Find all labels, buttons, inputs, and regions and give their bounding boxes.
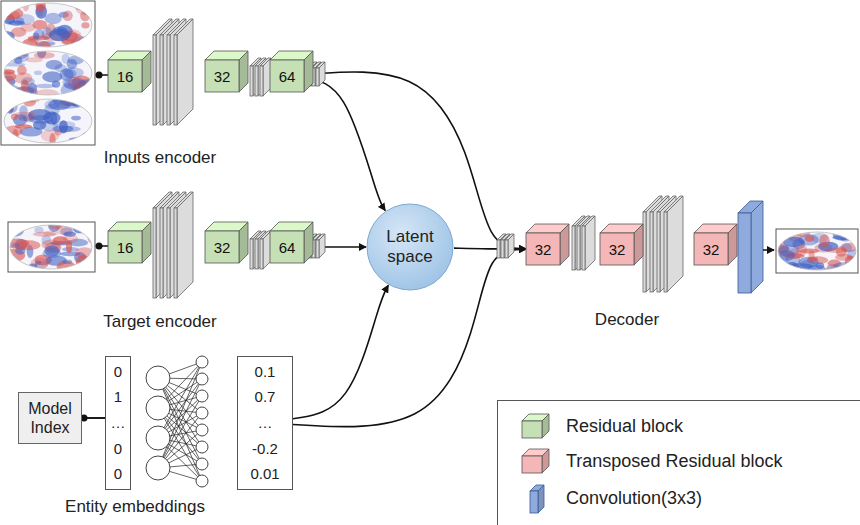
vector-entry: 0.7 <box>255 388 276 406</box>
feature-slab <box>160 19 179 125</box>
residual-block: 32 <box>205 60 239 92</box>
latent-space-circle: Latent space <box>366 203 454 291</box>
transposed-residual-block: 32 <box>526 233 560 265</box>
feature-slab <box>316 234 325 258</box>
channel-count: 16 <box>117 68 134 85</box>
map-outline <box>4 51 92 95</box>
channel-count: 64 <box>279 239 296 256</box>
vector-entry: 0 <box>114 363 122 381</box>
embedding-vector: 0.1 0.7 … -0.2 0.01 <box>237 356 293 490</box>
connector <box>304 78 385 210</box>
field-map <box>0 47 101 99</box>
feature-slab <box>260 58 271 96</box>
channel-count: 16 <box>117 239 134 256</box>
feature-slab <box>664 196 683 292</box>
node-label: Model Index <box>22 399 78 437</box>
channel-count: 32 <box>214 239 231 256</box>
residual-block: 16 <box>108 60 142 92</box>
vector-entry: -0.2 <box>252 440 278 458</box>
feature-slab <box>153 19 172 125</box>
vector-entry: 0.01 <box>250 465 279 483</box>
field-map <box>0 93 99 146</box>
residual-block: 32 <box>205 231 239 263</box>
residual-block: 16 <box>108 231 142 263</box>
legend-text: Transposed Residual block <box>566 451 782 472</box>
field-map <box>0 0 96 53</box>
node-label: Latent space <box>374 227 446 267</box>
map-outline <box>4 99 92 143</box>
legend-entry: Convolution(3x3) <box>520 485 702 511</box>
feature-slab <box>153 192 172 298</box>
legend-text: Residual block <box>566 416 683 437</box>
field-map <box>767 228 860 273</box>
section-label: Entity embeddings <box>65 497 205 517</box>
channel-count: 32 <box>609 241 626 258</box>
feature-slab <box>174 192 193 298</box>
map-outline <box>4 3 92 47</box>
one-hot-vector: 0 1 … 0 0 <box>105 356 131 490</box>
connector <box>293 285 388 418</box>
feature-slab <box>505 234 514 258</box>
model-index-box: Model Index <box>18 392 82 444</box>
vector-entry: 1 <box>114 388 122 406</box>
residual-block: 64 <box>270 231 304 263</box>
feature-slab <box>160 192 179 298</box>
vector-entry: 0.1 <box>255 363 276 381</box>
channel-count: 32 <box>214 68 231 85</box>
section-label: Inputs encoder <box>104 148 216 168</box>
feature-slab <box>316 62 325 86</box>
legend-text: Convolution(3x3) <box>566 488 702 509</box>
field-map <box>2 218 94 272</box>
legend-entry: Transposed Residual block <box>520 448 782 474</box>
legend-swatch <box>520 448 554 474</box>
section-label: Target encoder <box>103 312 216 332</box>
map-outline <box>10 225 92 269</box>
legend-entry: Residual block <box>520 413 683 439</box>
feature-slab <box>582 216 595 270</box>
image-frame <box>1 1 95 145</box>
feature-slab <box>260 231 271 269</box>
map-outline <box>778 232 856 270</box>
link-dot <box>96 72 103 79</box>
residual-block: 64 <box>270 60 304 92</box>
embedding-network <box>146 356 208 487</box>
vector-entry: … <box>258 414 273 432</box>
vector-entry: 0 <box>114 440 122 458</box>
vector-entry: 0 <box>114 465 122 483</box>
channel-count: 32 <box>535 241 552 258</box>
channel-count: 64 <box>279 68 296 85</box>
image-frame <box>776 229 858 273</box>
output-arrow <box>763 249 774 251</box>
section-label: Decoder <box>595 310 659 330</box>
feature-slab <box>174 19 193 125</box>
legend-swatch <box>520 413 554 439</box>
link-dot <box>96 243 103 250</box>
transposed-residual-block: 32 <box>694 233 728 265</box>
legend-box: Residual blockTransposed Residual blockC… <box>497 400 860 525</box>
feature-slab <box>738 201 763 293</box>
transposed-residual-block: 32 <box>600 233 634 265</box>
channel-count: 32 <box>703 241 720 258</box>
vector-entry: … <box>111 414 126 432</box>
legend-swatch <box>520 485 554 511</box>
